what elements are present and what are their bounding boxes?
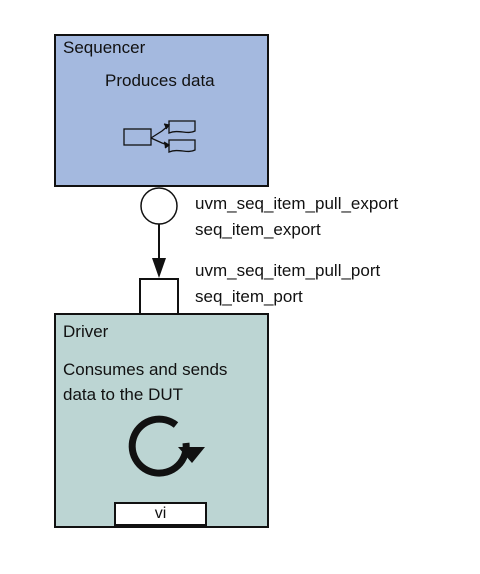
sequencer-title: Sequencer [63,38,146,57]
sequencer-description: Produces data [105,71,215,90]
data-flow-icon [123,120,196,153]
export-label-line1: uvm_seq_item_pull_export [195,194,399,213]
sequencer-box [54,34,269,187]
port-label-line2: seq_item_port [195,287,303,306]
driver-description-line2: data to the DUT [63,385,184,404]
export-label-line2: seq_item_export [195,220,321,239]
pull-connection-arrow [152,224,166,278]
cycle-icon [128,415,205,477]
driver-title: Driver [63,322,109,341]
driver-description-line1: Consumes and sends [63,360,228,379]
vi-label: vi [154,505,167,522]
seq-item-port-square [139,278,179,315]
port-label-line1: uvm_seq_item_pull_port [195,261,381,280]
vi-box: vi [114,502,207,526]
seq-item-export-circle [140,187,178,225]
